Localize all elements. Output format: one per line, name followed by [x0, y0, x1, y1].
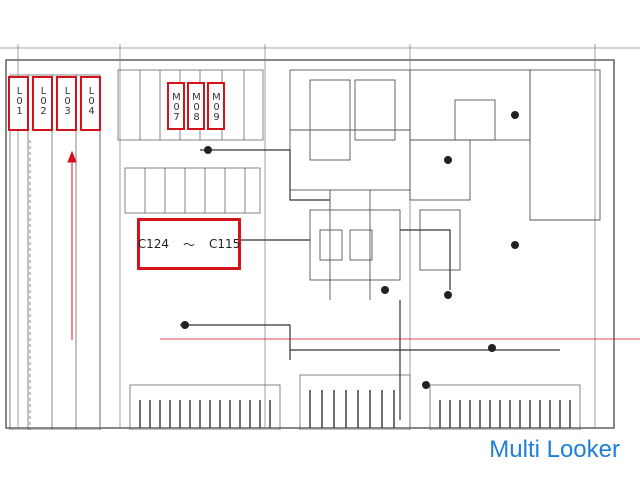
- range-separator: 〜: [183, 237, 196, 252]
- range-label-box: C124 〜 C115: [137, 218, 241, 270]
- parking-label-text: L03: [62, 86, 73, 116]
- parking-label-box-m07: M07: [167, 82, 185, 130]
- parking-label-text: M08: [191, 92, 202, 122]
- left-parking-area: [9, 74, 101, 430]
- parking-label-text: M07: [171, 92, 182, 122]
- parking-label-box-l02: L02: [32, 76, 53, 131]
- right-rooms: [409, 69, 601, 271]
- parking-label-box-l03: L03: [56, 76, 77, 131]
- parking-label-box-l01: L01: [8, 76, 29, 131]
- brand-logo: Multi Looker: [489, 436, 620, 463]
- range-to: C115: [209, 237, 241, 251]
- column-grid-top: [17, 44, 596, 428]
- parking-label-text: L04: [86, 86, 97, 116]
- central-machine-room: [289, 69, 411, 300]
- range-from: C124: [137, 237, 169, 251]
- lower-parking-stalls: [139, 390, 571, 428]
- direction-arrows: [67, 150, 77, 340]
- parking-label-box-l04: L04: [80, 76, 101, 131]
- floor-plan: [0, 44, 640, 430]
- piping-lines: [180, 149, 560, 420]
- parking-label-text: M09: [211, 92, 222, 122]
- parking-label-box-m09: M09: [207, 82, 225, 130]
- lower-parking-rows: [129, 374, 581, 430]
- parking-label-text: L01: [14, 86, 25, 116]
- parking-label-text: L02: [38, 86, 49, 116]
- parking-label-box-m08: M08: [187, 82, 205, 130]
- equipment-circles: [181, 111, 519, 389]
